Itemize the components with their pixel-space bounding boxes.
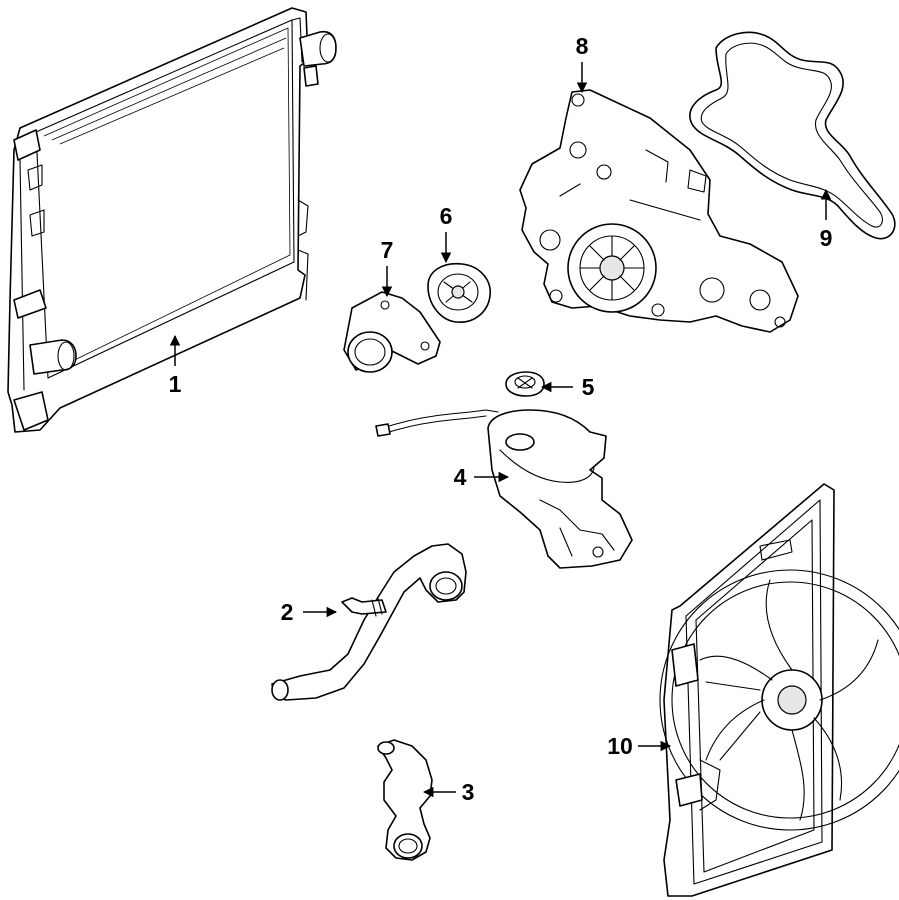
lower-hose-part — [377, 739, 433, 861]
callout-labels: 1 2 3 4 5 6 7 8 9 10 — [169, 33, 833, 805]
cap-part — [505, 371, 545, 397]
gasket-part — [689, 31, 896, 240]
callout-leaders — [169, 62, 832, 798]
reservoir-part — [375, 409, 633, 569]
thermostat-housing-part — [343, 291, 441, 373]
callout-2: 2 — [281, 599, 294, 625]
callout-3: 3 — [462, 779, 475, 805]
upper-hose-part — [271, 543, 467, 701]
callout-5: 5 — [582, 374, 595, 400]
callout-7: 7 — [381, 237, 394, 263]
callout-4: 4 — [454, 464, 467, 490]
callout-1: 1 — [169, 371, 182, 397]
callout-9: 9 — [820, 225, 833, 251]
thermostat-part — [427, 262, 491, 323]
water-pump-part — [519, 89, 799, 333]
callout-10: 10 — [607, 733, 633, 759]
callout-8: 8 — [576, 33, 589, 59]
fan-shroud-part — [659, 483, 899, 897]
radiator-part — [7, 7, 337, 433]
callout-6: 6 — [440, 203, 453, 229]
